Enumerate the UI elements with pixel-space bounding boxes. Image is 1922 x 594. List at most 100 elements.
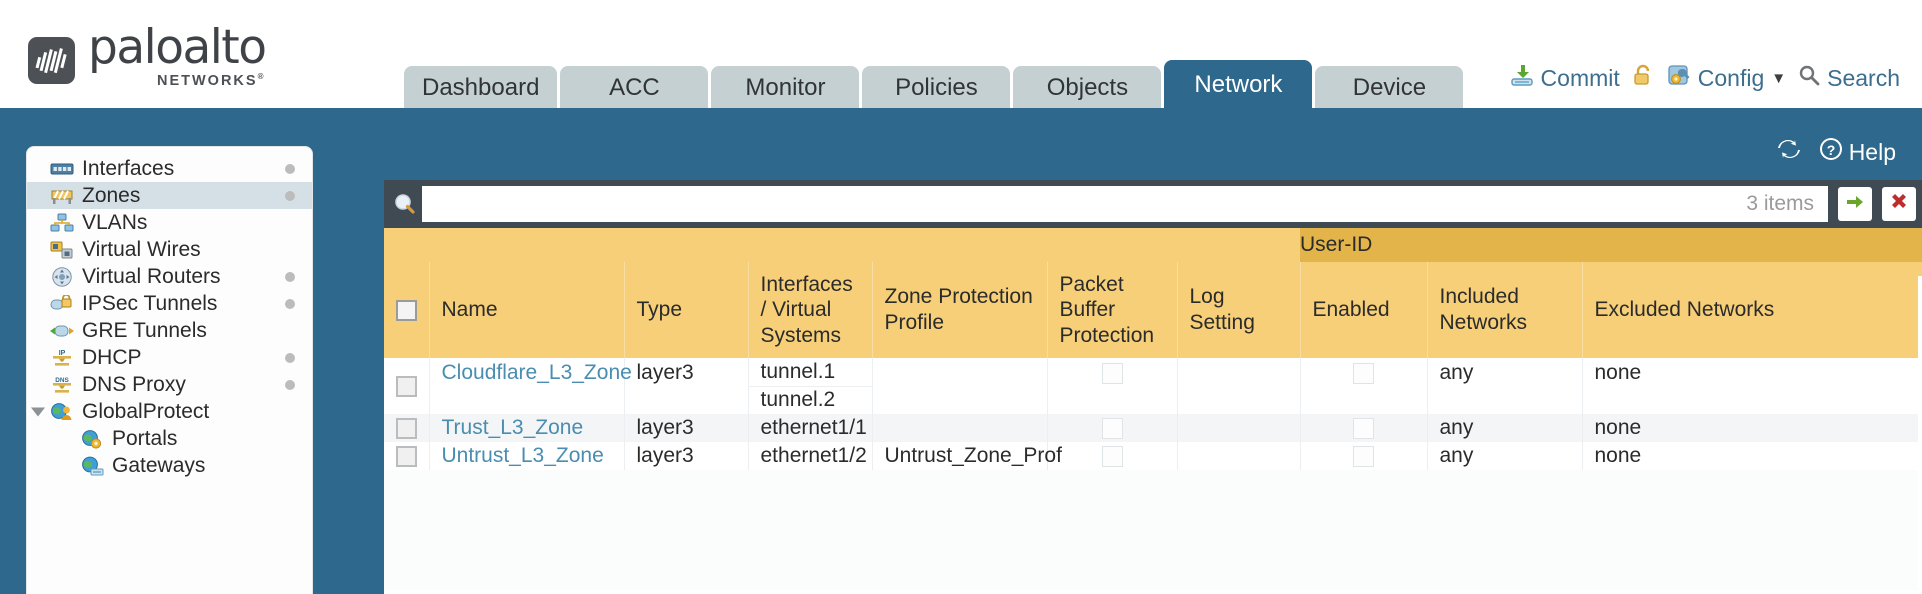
header-actions: Commit <box>1509 62 1900 94</box>
vertical-scrollbar[interactable] <box>1918 276 1922 594</box>
row-log-setting-cell <box>1177 442 1301 470</box>
column-header-log-setting[interactable]: Log Setting <box>1177 262 1301 358</box>
unlock-padlock-icon <box>1631 62 1655 94</box>
row-select-cell[interactable] <box>384 358 430 414</box>
userid-enabled-checkbox[interactable] <box>1353 362 1374 384</box>
zone-name-link[interactable]: Trust_L3_Zone <box>441 416 584 439</box>
select-all-header[interactable] <box>384 262 430 358</box>
sidebar-item-gre-tunnels[interactable]: GRE Tunnels <box>27 317 312 344</box>
row-interface-cell: ethernet1/2 <box>748 442 873 470</box>
tab-device[interactable]: Device <box>1315 66 1464 110</box>
row-checkbox[interactable] <box>395 445 417 467</box>
column-header-name[interactable]: Name <box>429 262 625 358</box>
table-empty-area <box>384 470 1922 590</box>
zone-name-link[interactable]: Untrust_L3_Zone <box>441 444 604 467</box>
column-header-packet-buffer-protection[interactable]: Packet Buffer Protection <box>1047 262 1178 358</box>
row-name-cell: Trust_L3_Zone <box>429 414 625 442</box>
search-button[interactable]: Search <box>1797 63 1900 93</box>
userid-enabled-checkbox[interactable] <box>1353 417 1374 439</box>
zones-table-body: Cloudflare_L3_Zone layer3 tunnel.1 any <box>384 358 1922 590</box>
column-header-type[interactable]: Type <box>624 262 749 358</box>
zone-name-link[interactable]: Cloudflare_L3_Zone <box>441 361 632 384</box>
row-userid-enabled-cell[interactable] <box>1300 358 1428 414</box>
sidebar-item-virtual-routers[interactable]: Virtual Routers <box>27 263 312 290</box>
ipsec-tunnels-icon <box>49 293 74 314</box>
row-checkbox[interactable] <box>395 375 417 397</box>
row-name-cell: Untrust_L3_Zone <box>429 442 625 470</box>
packet-buffer-checkbox[interactable] <box>1101 362 1123 384</box>
apply-arrow-icon <box>1843 190 1867 219</box>
filter-input[interactable] <box>422 186 1747 222</box>
sidebar-item-gateways[interactable]: Gateways <box>27 452 312 479</box>
globalprotect-icon <box>49 401 74 422</box>
row-packet-buffer-cell[interactable] <box>1047 414 1178 442</box>
tab-dashboard[interactable]: Dashboard <box>404 66 558 110</box>
table-row-continuation: tunnel.2 <box>384 386 1922 414</box>
portals-icon <box>79 428 104 449</box>
row-userid-enabled-cell[interactable] <box>1300 414 1428 442</box>
row-excluded-networks-cell: none <box>1582 414 1922 442</box>
gre-tunnels-icon <box>49 320 74 341</box>
row-excluded-networks-cell: none <box>1582 358 1922 414</box>
tab-acc[interactable]: ACC <box>560 66 709 110</box>
column-header-interfaces[interactable]: Interfaces / Virtual Systems <box>748 262 873 358</box>
tab-policies[interactable]: Policies <box>862 66 1011 110</box>
sidebar-item-label: Interfaces <box>82 156 175 180</box>
sidebar-item-dns-proxy[interactable]: DNS DNS Proxy <box>27 371 312 398</box>
sidebar-item-ipsec-tunnels[interactable]: IPSec Tunnels <box>27 290 312 317</box>
packet-buffer-checkbox[interactable] <box>1101 417 1123 439</box>
sidebar-item-label: DHCP <box>82 345 142 369</box>
sidebar-item-portals[interactable]: Portals <box>27 425 312 452</box>
band-tools: ? Help <box>1776 136 1896 168</box>
sidebar-item-zones[interactable]: Zones <box>27 182 312 209</box>
commit-download-icon <box>1509 62 1535 94</box>
row-packet-buffer-cell[interactable] <box>1047 442 1178 470</box>
sidebar-item-virtual-wires[interactable]: Virtual Wires <box>27 236 312 263</box>
userid-enabled-checkbox[interactable] <box>1353 445 1374 467</box>
search-magnifier-icon[interactable] <box>388 191 422 217</box>
help-label: Help <box>1848 138 1896 165</box>
row-zone-protection-cell: Untrust_Zone_Prof <box>872 442 1062 470</box>
config-menu-button[interactable]: Config ▼ <box>1666 62 1786 94</box>
apply-filter-button[interactable] <box>1838 187 1872 221</box>
chevron-down-icon[interactable] <box>31 407 45 416</box>
row-packet-buffer-cell[interactable] <box>1047 358 1178 414</box>
row-checkbox[interactable] <box>395 417 417 439</box>
clear-x-icon <box>1887 190 1911 219</box>
tab-monitor[interactable]: Monitor <box>711 66 860 110</box>
table-row[interactable]: Cloudflare_L3_Zone layer3 tunnel.1 any <box>384 358 1922 414</box>
tab-objects[interactable]: Objects <box>1013 66 1162 110</box>
column-header-included-networks[interactable]: Included Networks <box>1427 262 1583 358</box>
help-question-icon: ? <box>1818 136 1844 168</box>
row-interface-cell: ethernet1/1 <box>748 414 873 442</box>
select-all-checkbox[interactable] <box>395 300 417 322</box>
row-select-cell[interactable] <box>384 442 430 470</box>
clear-filter-button[interactable] <box>1882 187 1916 221</box>
table-row[interactable]: Untrust_L3_Zone layer3 ethernet1/2 Untru… <box>384 442 1922 470</box>
sidebar-item-label: Portals <box>112 426 178 450</box>
interfaces-icon <box>49 158 74 179</box>
sidebar-item-label: VLANs <box>82 210 148 234</box>
main-nav-tabs: Dashboard ACC Monitor Policies Objects N… <box>404 60 1464 110</box>
help-button[interactable]: ? Help <box>1818 136 1896 168</box>
status-dot <box>285 352 295 363</box>
refresh-icon[interactable] <box>1776 137 1802 167</box>
column-header-excluded-networks[interactable]: Excluded Networks <box>1582 262 1922 358</box>
packet-buffer-checkbox[interactable] <box>1101 445 1123 467</box>
row-select-cell[interactable] <box>384 414 430 442</box>
table-row[interactable]: Trust_L3_Zone layer3 ethernet1/1 any <box>384 414 1922 442</box>
column-header-userid-enabled[interactable]: Enabled <box>1300 262 1428 358</box>
sidebar-item-interfaces[interactable]: Interfaces <box>27 155 312 182</box>
status-dot <box>285 298 295 309</box>
column-header-zone-protection-profile[interactable]: Zone Protection Profile <box>872 262 1048 358</box>
sidebar-item-vlans[interactable]: VLANs <box>27 209 312 236</box>
sidebar-item-globalprotect[interactable]: GlobalProtect <box>27 398 312 425</box>
sidebar-item-label: IPSec Tunnels <box>82 291 218 315</box>
row-userid-enabled-cell[interactable] <box>1300 442 1428 470</box>
group-header-userid: User-ID <box>1300 228 1922 262</box>
lock-button[interactable] <box>1631 62 1655 94</box>
sidebar-item-dhcp[interactable]: IP DHCP <box>27 344 312 371</box>
commit-button[interactable]: Commit <box>1509 62 1620 94</box>
tab-network[interactable]: Network <box>1164 60 1313 110</box>
